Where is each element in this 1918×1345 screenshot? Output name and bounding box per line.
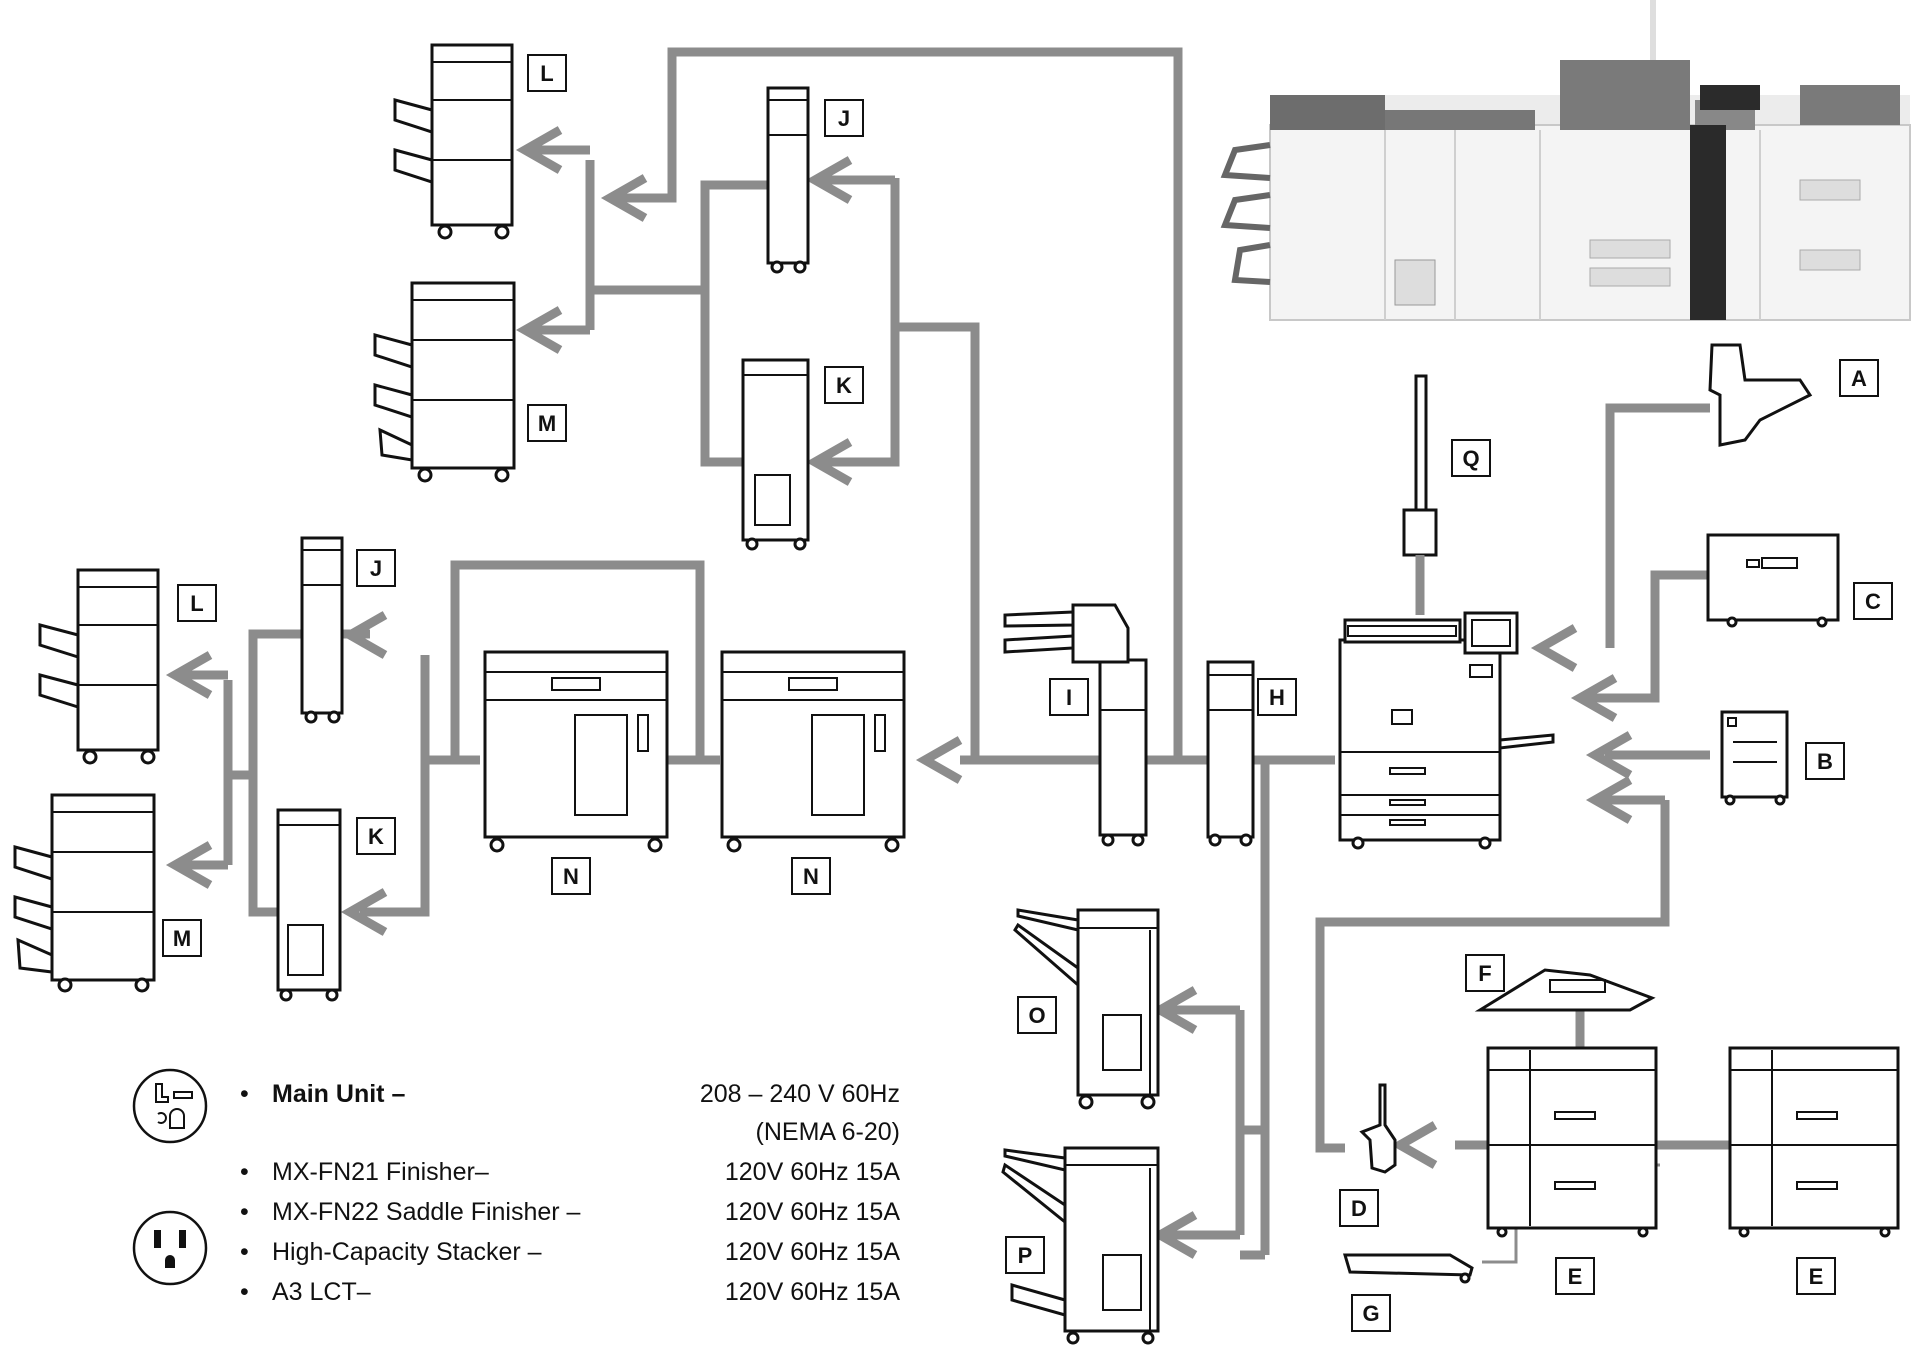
legend-item-name: A3 LCT– [272, 1278, 371, 1306]
svg-text:D: D [1351, 1196, 1367, 1221]
label-f: F [1465, 954, 1505, 992]
label-l-upper: L [527, 54, 567, 92]
unit-e-right [1728, 1046, 1900, 1238]
label-n-right: N [791, 857, 831, 895]
label-e-right: E [1796, 1257, 1836, 1295]
svg-text:N: N [803, 864, 819, 889]
legend-item-value: 120V 60Hz 15A [724, 1238, 900, 1266]
label-j-lower: J [356, 549, 396, 587]
label-n-left: N [551, 857, 591, 895]
svg-text:L: L [190, 591, 203, 616]
svg-text:L: L [540, 61, 553, 86]
unit-g [1342, 1253, 1474, 1284]
arrow-heads [165, 126, 1665, 1259]
unit-h [1206, 660, 1255, 847]
legend-main-unit-value: 208 – 240 V 60Hz [699, 1080, 900, 1108]
svg-text:E: E [1809, 1264, 1824, 1289]
legend-item-name: MX-FN22 Saddle Finisher – [272, 1198, 581, 1226]
legend-main-unit-note: (NEMA 6-20) [755, 1118, 900, 1146]
svg-text:O: O [1028, 1003, 1045, 1028]
legend-item-name: MX-FN21 Finisher– [272, 1158, 489, 1186]
status-light-q [1402, 374, 1438, 615]
label-b: B [1805, 742, 1845, 780]
label-h: H [1257, 678, 1297, 716]
unit-b [1720, 710, 1789, 806]
label-a: A [1839, 359, 1879, 397]
stacker-n-right [720, 650, 906, 853]
saddle-finisher-m-lower [13, 793, 156, 993]
unit-j-upper [766, 86, 810, 274]
unit-j-lower [300, 536, 344, 724]
label-m-upper: M [527, 404, 567, 442]
label-m-lower: M [162, 919, 202, 957]
label-k-lower: K [356, 817, 396, 855]
connector-lines [223, 47, 1730, 1264]
machine-photo [1220, 0, 1911, 321]
finisher-l-upper [393, 43, 514, 240]
saddle-finisher-m-upper [373, 281, 516, 483]
main-unit [1338, 611, 1555, 850]
unit-k-upper [741, 358, 810, 551]
label-o: O [1017, 996, 1057, 1034]
label-j-upper: J [824, 99, 864, 137]
label-d: D [1339, 1189, 1379, 1227]
svg-text:I: I [1066, 685, 1072, 710]
unit-c [1706, 533, 1840, 628]
svg-text:A: A [1851, 366, 1867, 391]
svg-text:K: K [368, 824, 384, 849]
saddle-finisher-p [1001, 1146, 1160, 1345]
svg-text:M: M [538, 411, 556, 436]
nema-5-15-outlet-icon [132, 1210, 208, 1286]
legend-main-unit-name: Main Unit – [272, 1080, 406, 1108]
svg-text:G: G [1362, 1301, 1379, 1326]
svg-text:E: E [1568, 1264, 1583, 1289]
label-q: Q [1451, 439, 1491, 477]
svg-text:B: B [1817, 749, 1833, 774]
legend-item-name: High-Capacity Stacker – [272, 1238, 542, 1266]
label-l-lower: L [177, 584, 217, 622]
unit-e-left [1486, 1046, 1658, 1238]
svg-text:F: F [1478, 961, 1491, 986]
finisher-l-lower [38, 568, 160, 765]
label-c: C [1853, 582, 1893, 620]
svg-text:C: C [1865, 589, 1881, 614]
label-g: G [1351, 1294, 1391, 1332]
svg-text:P: P [1018, 1243, 1033, 1268]
svg-text:H: H [1269, 685, 1285, 710]
svg-text:M: M [173, 926, 191, 951]
unit-k-lower [276, 808, 342, 1002]
legend-item-value: 120V 60Hz 15A [724, 1278, 900, 1306]
label-p: P [1005, 1236, 1045, 1274]
stacker-n-left [483, 650, 669, 853]
nema-6-20-outlet-icon [132, 1068, 208, 1144]
svg-text:N: N [563, 864, 579, 889]
unit-d [1359, 1083, 1397, 1174]
svg-text:K: K [836, 373, 852, 398]
finisher-o [1013, 908, 1160, 1110]
unit-a [1708, 343, 1813, 447]
svg-text:J: J [838, 106, 850, 131]
unit-f [1474, 968, 1656, 1012]
label-k-upper: K [824, 366, 864, 404]
legend-item-value: 120V 60Hz 15A [724, 1158, 900, 1186]
label-e-left: E [1555, 1257, 1595, 1295]
svg-text:Q: Q [1462, 446, 1479, 471]
legend-item-value: 120V 60Hz 15A [724, 1198, 900, 1226]
unit-i [1003, 603, 1148, 847]
label-i: I [1049, 678, 1089, 716]
svg-text:J: J [370, 556, 382, 581]
